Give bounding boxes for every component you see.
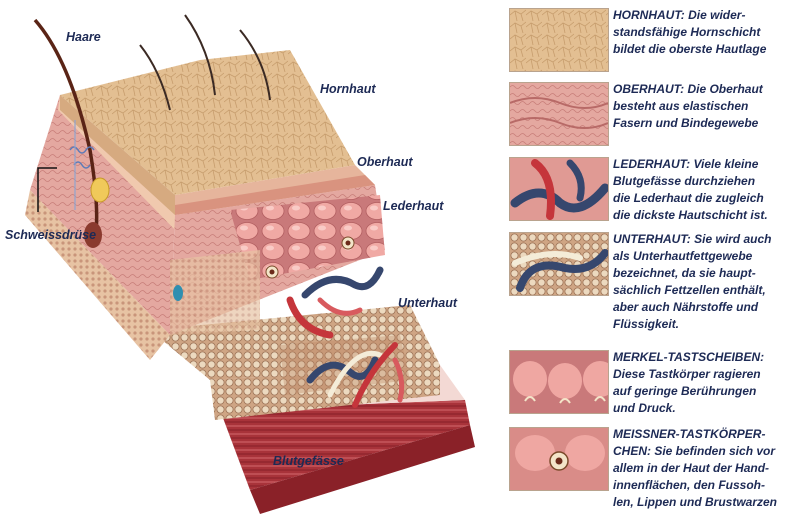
merkel-description: MERKEL-TASTSCHEIBEN: Diese Tastkörper ra… xyxy=(613,350,765,415)
label-blutgefaesse: Blutgefässe xyxy=(273,454,344,468)
unterhaut-thumbnail xyxy=(509,232,609,296)
label-schweissdruese: Schweissdrüse xyxy=(5,228,97,242)
oberhaut-thumbnail xyxy=(509,82,609,146)
skin-cross-section-illustration xyxy=(25,14,475,514)
hornhaut-description: HORNHAUT: Die wider- standsfähige Hornsc… xyxy=(613,8,767,56)
merkel-thumbnail xyxy=(509,350,609,414)
unterhaut-description: UNTERHAUT: Sie wird auch als Unterhautfe… xyxy=(613,232,772,331)
hornhaut-thumbnail xyxy=(509,8,609,72)
label-haare: Haare xyxy=(66,30,101,44)
label-oberhaut: Oberhaut xyxy=(357,155,413,169)
label-hornhaut: Hornhaut xyxy=(320,82,376,96)
meissner-thumbnail xyxy=(509,427,609,491)
oberhaut-description: OBERHAUT: Die Oberhaut besteht aus elast… xyxy=(613,82,763,130)
lederhaut-thumbnail xyxy=(509,157,609,221)
lederhaut-description: LEDERHAUT: Viele kleine Blutgefässe durc… xyxy=(613,157,768,222)
meissner-description: MEISSNER-TASTKÖRPER- CHEN: Sie befinden … xyxy=(613,427,778,509)
schweissdruese-leader-line xyxy=(37,167,57,212)
label-lederhaut: Lederhaut xyxy=(383,199,444,213)
label-unterhaut: Unterhaut xyxy=(398,296,458,310)
